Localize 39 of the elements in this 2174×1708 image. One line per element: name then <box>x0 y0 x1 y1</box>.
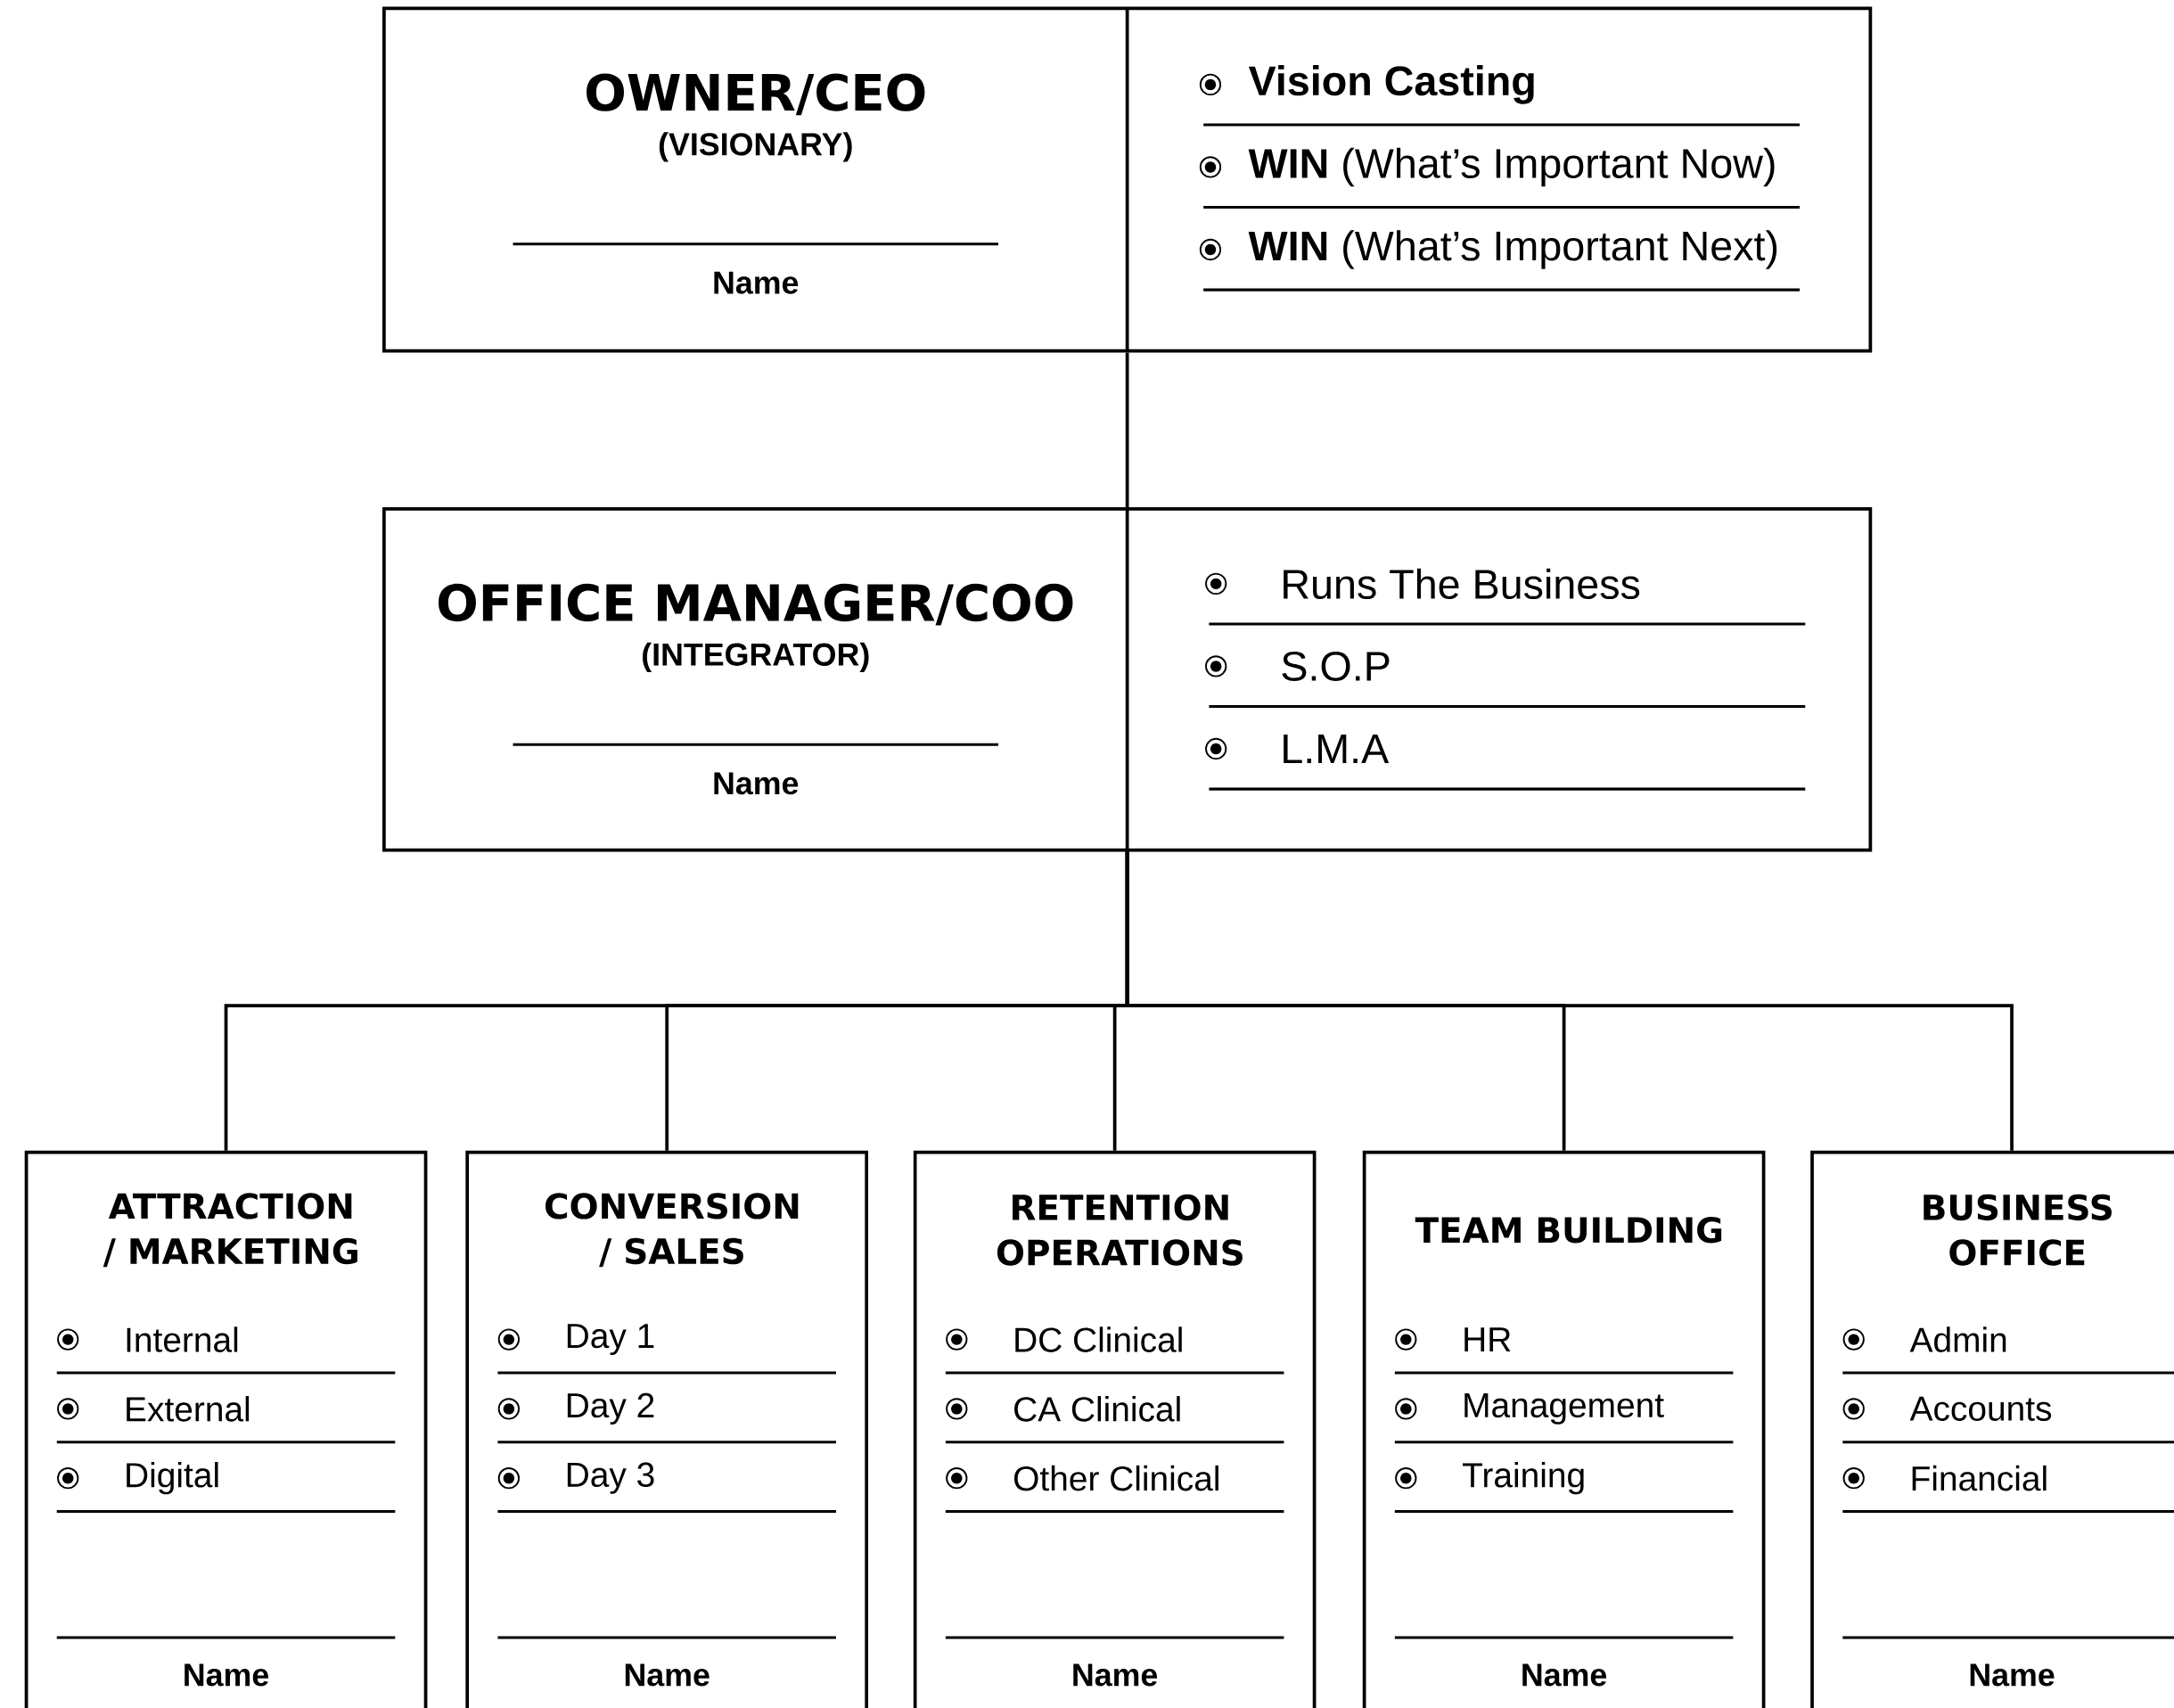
bullet-item: Accounts <box>1909 1396 2052 1421</box>
bullet-item: Admin <box>1909 1326 2006 1352</box>
bullet-item: S.O.P <box>1282 651 1390 681</box>
bullet-item: Training <box>1463 1461 1584 1495</box>
department-title: TEAM BUILDING <box>1415 1216 1722 1244</box>
bullet-item: Digital <box>127 1461 218 1495</box>
name-label: Name <box>1522 1663 1607 1687</box>
name-label: Name <box>1970 1663 2055 1687</box>
bullet-item: L.M.A <box>1284 734 1390 763</box>
bullet-item: Runs The Business <box>1284 568 1640 599</box>
bullet-item: Management <box>1464 1392 1664 1425</box>
name-label: Name <box>714 271 799 294</box>
bullet-item: Day 3 <box>567 1462 654 1494</box>
role-title: OWNER/CEO <box>587 73 925 115</box>
bullet-item: Other Clinical <box>1014 1465 1218 1491</box>
name-label: Name <box>714 772 799 795</box>
bullet-item: Vision Casting <box>1248 64 1534 104</box>
role-subtitle: (INTEGRATOR) <box>643 642 869 672</box>
bullet-item: Day 2 <box>567 1392 654 1425</box>
department-title: ATTRACTION / MARKETING <box>103 1193 357 1268</box>
bullet-item: DC Clinical <box>1015 1326 1182 1352</box>
bullet-item: CA Clinical <box>1014 1395 1180 1422</box>
department-title: BUSINESS OFFICE <box>1924 1194 2112 1266</box>
connector-line <box>1125 851 2014 1151</box>
bullet-item: External <box>127 1395 250 1422</box>
bullet-item: HR <box>1464 1327 1511 1351</box>
bullet-item: WIN (What’s Important Next) <box>1248 230 1777 269</box>
name-label: Name <box>185 1663 269 1687</box>
bullet-item: Internal <box>127 1326 238 1352</box>
department-title: RETENTION OPERATIONS <box>997 1194 1243 1266</box>
name-label: Name <box>1073 1663 1158 1687</box>
role-subtitle: (VISIONARY) <box>659 132 852 162</box>
connector-line <box>1125 352 1129 507</box>
bullet-item: Financial <box>1912 1465 2047 1491</box>
role-title: OFFICE MANAGER/COO <box>438 583 1073 626</box>
bullet-item: WIN (What’s Important Now) <box>1248 147 1775 186</box>
department-title: CONVERSION / SALES <box>545 1193 799 1268</box>
name-label: Name <box>625 1663 710 1687</box>
bullet-item: Day 1 <box>567 1324 654 1355</box>
